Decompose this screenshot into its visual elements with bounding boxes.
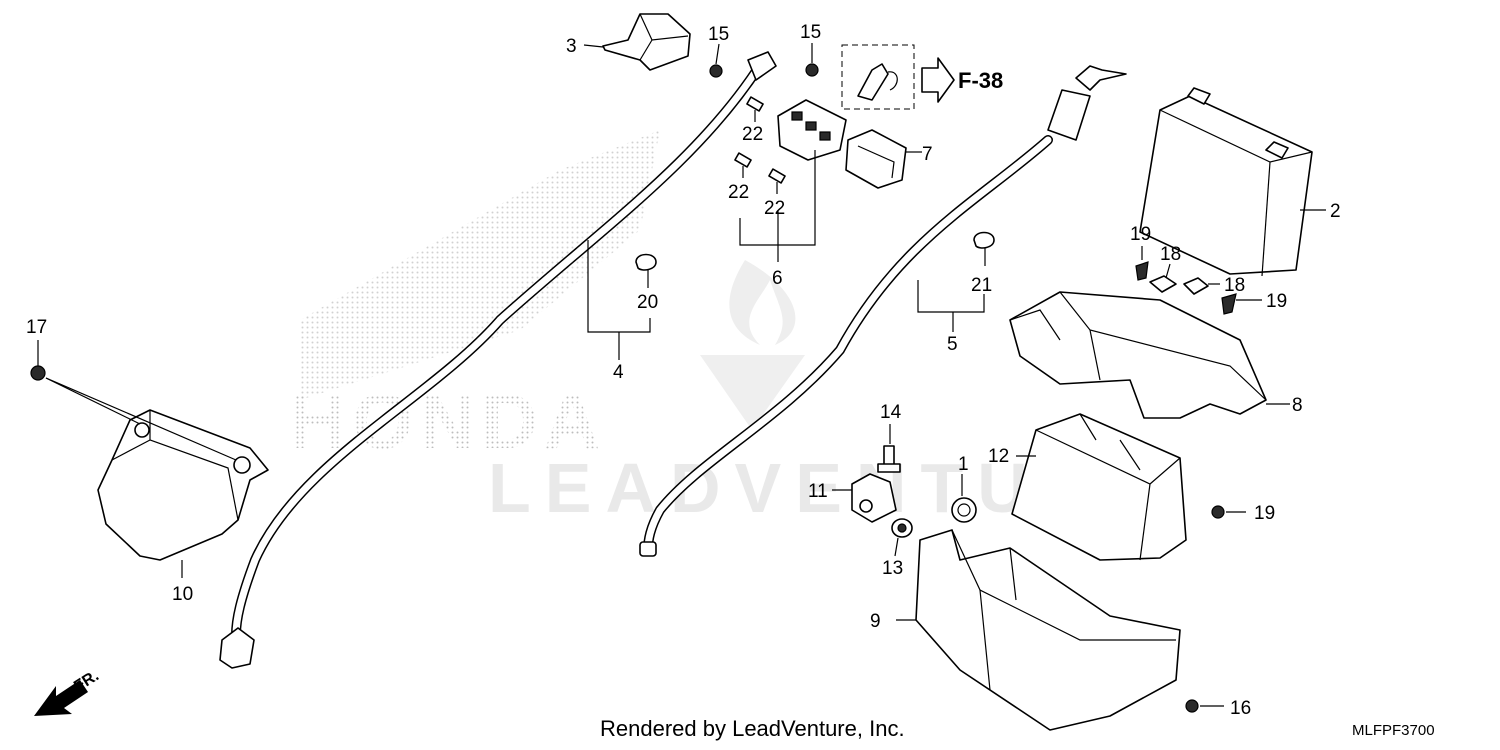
- callout-18a: 18: [1160, 244, 1181, 265]
- callout-15a: 15: [708, 24, 729, 45]
- part-22-pin-b: [734, 152, 752, 178]
- part-16-bolt: [1185, 699, 1224, 713]
- part-18-nut-a: [1149, 263, 1177, 293]
- part-9-lower-box: [896, 529, 1181, 731]
- callout-5: 5: [947, 334, 958, 355]
- part-5-cable: [639, 65, 1127, 557]
- part-1-rubber: [951, 474, 977, 523]
- callout-10: 10: [172, 584, 193, 605]
- callout-19c: 19: [1254, 503, 1275, 524]
- part-3-cover: [583, 13, 691, 71]
- f38-reference: F-38: [841, 44, 1003, 110]
- part-17-bolt: [30, 340, 237, 461]
- part-19-bolt-c: [1211, 505, 1246, 519]
- callout-11: 11: [808, 481, 828, 502]
- callout-13: 13: [882, 558, 903, 579]
- callout-14: 14: [880, 402, 902, 423]
- callout-22c: 22: [764, 198, 785, 219]
- part-14-bolt: [877, 424, 901, 473]
- callout-19b: 19: [1266, 291, 1287, 312]
- callout-21: 21: [971, 275, 992, 296]
- callout-2: 2: [1330, 201, 1341, 222]
- part-22-pin-c: [768, 168, 786, 194]
- part-15-bolt-a: [709, 43, 723, 78]
- callout-3: 3: [566, 36, 577, 57]
- callout-17: 17: [26, 317, 47, 338]
- callout-9: 9: [870, 611, 881, 632]
- part-19-clip-b: [1221, 293, 1262, 315]
- part-21-clamp: [973, 231, 995, 266]
- part-2-battery: [1139, 87, 1326, 277]
- part-18-nut-b: [1183, 277, 1220, 295]
- part-11-bracket: [832, 473, 897, 523]
- leadventure-flame-icon: [729, 260, 796, 345]
- part-13-grommet: [891, 518, 913, 557]
- callout-6: 6: [772, 268, 783, 289]
- callout-12: 12: [988, 446, 1009, 467]
- render-credit: Rendered by LeadVenture, Inc.: [600, 716, 905, 741]
- callout-18b: 18: [1224, 275, 1245, 296]
- part-22-pin-a: [746, 96, 764, 122]
- part-15-bolt-b: [805, 43, 819, 77]
- arrow-right-icon: [921, 57, 955, 103]
- diagram-code: MLFPF3700: [1352, 722, 1435, 739]
- part-19-clip-a: [1135, 246, 1149, 281]
- callout-7: 7: [922, 144, 933, 165]
- part-12-battery-case: [1011, 413, 1187, 561]
- front-direction-indicator: FR.: [34, 667, 102, 716]
- leadventure-v-icon: [700, 355, 805, 430]
- callout-16: 16: [1230, 698, 1251, 719]
- part-8-battery-tray: [1009, 291, 1290, 419]
- callout-15b: 15: [800, 22, 821, 43]
- arrow-down-left-icon: [34, 680, 88, 716]
- honda-watermark: HONDA: [290, 130, 660, 465]
- callout-4: 4: [613, 362, 624, 383]
- callout-19a: 19: [1130, 224, 1151, 245]
- callout-numbers: 1 2 3 4 5 6 7 8 9 10 11 12 13 14 15 15 1…: [26, 22, 1341, 719]
- part-7-relay-cover: [845, 129, 922, 189]
- part-6-relay: [739, 99, 847, 262]
- callout-22a: 22: [742, 124, 763, 145]
- callout-22b: 22: [728, 182, 749, 203]
- callout-20: 20: [637, 292, 658, 313]
- part-20-clamp: [635, 253, 657, 288]
- callout-8: 8: [1292, 395, 1303, 416]
- f38-label: F-38: [958, 68, 1003, 93]
- part-4-cable: [219, 51, 777, 669]
- callout-1: 1: [958, 454, 969, 475]
- part-10-side-cover: [97, 409, 269, 578]
